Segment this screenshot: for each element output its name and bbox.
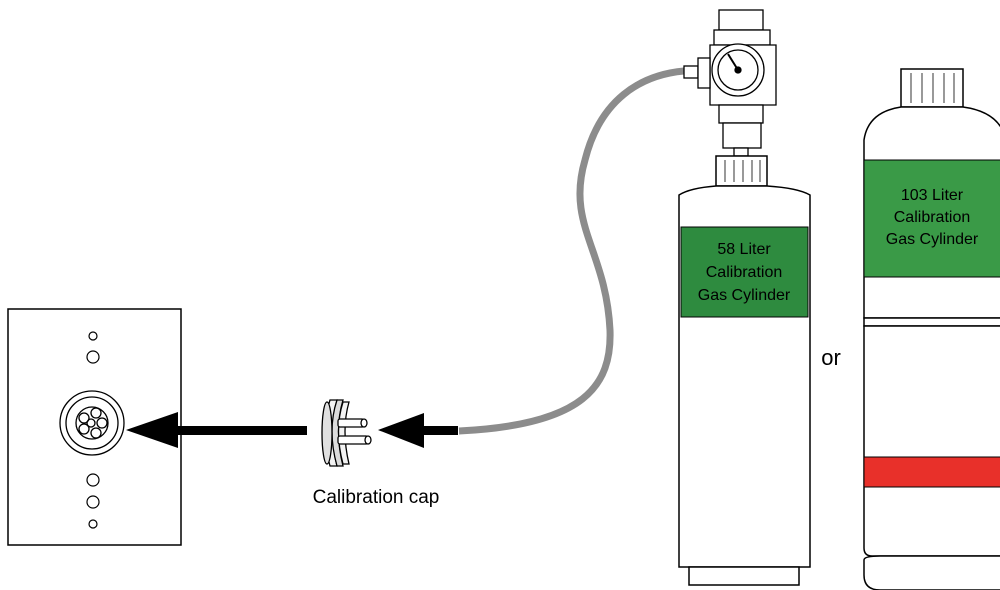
- svg-text:Gas Cylinder: Gas Cylinder: [886, 231, 979, 248]
- svg-text:58 Liter: 58 Liter: [717, 241, 771, 258]
- svg-text:Calibration: Calibration: [706, 264, 782, 281]
- svg-text:103 Liter: 103 Liter: [901, 187, 964, 204]
- separator-or: or: [821, 345, 841, 370]
- sensor-port[interactable]: [59, 390, 125, 456]
- arrow-to-instrument: [126, 412, 307, 448]
- arrow-to-cap: [378, 413, 458, 448]
- gas-hose: [458, 67, 685, 435]
- panel-holes-top: [86, 331, 100, 529]
- svg-text:Calibration: Calibration: [894, 209, 970, 226]
- cylinder-103-label: 103 Liter Calibration Gas Cylinder: [886, 187, 979, 248]
- calibration-cap[interactable]: [321, 399, 372, 467]
- cap-label: Calibration cap: [313, 487, 440, 508]
- regulator[interactable]: [683, 9, 777, 157]
- cylinder-103-liter: [863, 68, 1000, 590]
- svg-text:Gas Cylinder: Gas Cylinder: [698, 287, 791, 304]
- cylinder-58-liter: [678, 155, 811, 586]
- cylinder-58-label: 58 Liter Calibration Gas Cylinder: [698, 241, 791, 304]
